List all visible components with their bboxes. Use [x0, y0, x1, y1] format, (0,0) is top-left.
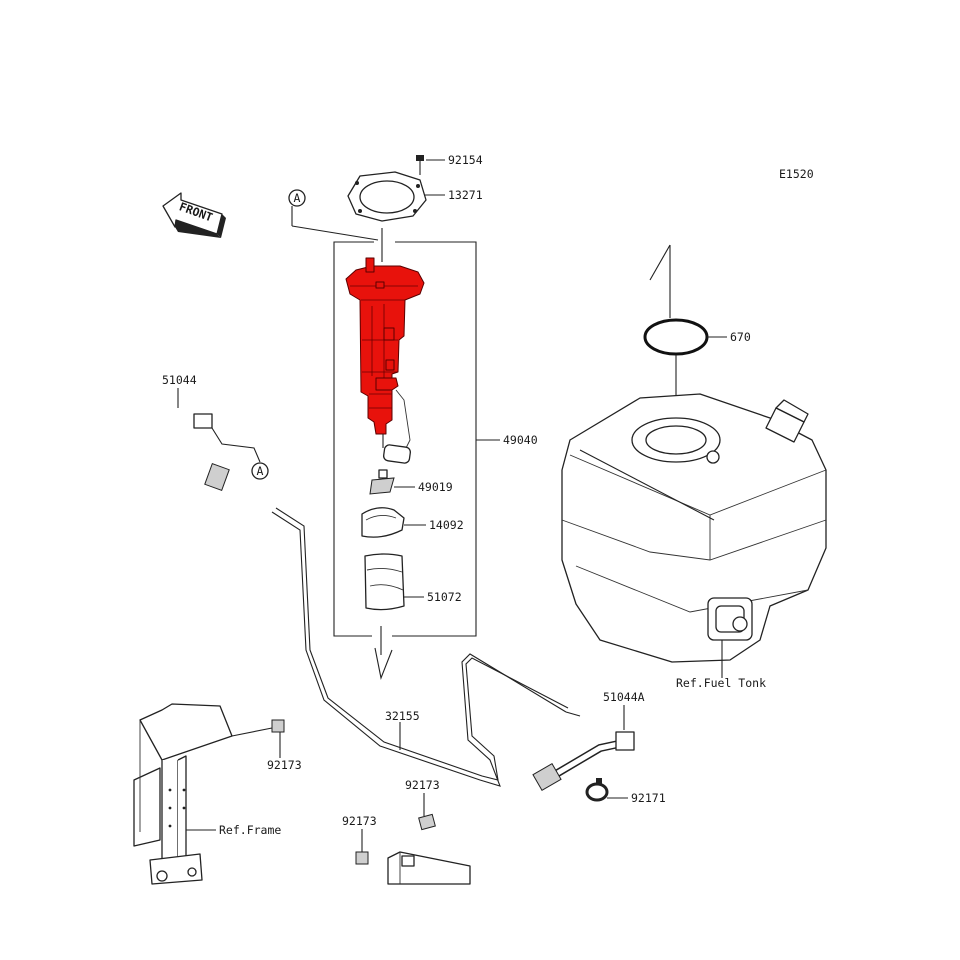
- label-92173-b: 92173: [405, 778, 440, 792]
- clip-92173-c: 92173: [342, 814, 377, 865]
- label-ref-frame: Ref.Frame: [219, 823, 281, 837]
- svg-text:A: A: [294, 191, 301, 205]
- label-92154: 92154: [448, 153, 483, 167]
- label-14092: 14092: [429, 518, 464, 532]
- label-51072: 51072: [427, 590, 462, 604]
- mount-bracket: [387, 851, 471, 885]
- frame: Ref.Frame: [133, 703, 281, 885]
- part-49019: 49019: [369, 469, 453, 495]
- label-32155: 32155: [385, 709, 420, 723]
- callout-a-left: A: [251, 462, 269, 480]
- part-51072: 51072: [364, 553, 462, 611]
- gasket-13271: 13271: [347, 171, 483, 222]
- label-92171: 92171: [631, 791, 666, 805]
- hose-51044a: 51044A: [532, 690, 645, 791]
- label-51044: 51044: [162, 373, 197, 387]
- fuel-line-32155: 32155: [271, 507, 581, 787]
- clip-92173-a: 92173: [267, 719, 302, 772]
- fuel-pump-assembly: [345, 257, 425, 464]
- bolt-92154: 92154: [416, 153, 483, 175]
- fuel-tank: Ref.Fuel Tonk: [561, 393, 827, 690]
- svg-text:A: A: [257, 464, 264, 478]
- label-ref-fuel-tank: Ref.Fuel Tonk: [676, 676, 766, 690]
- callout-a-top: A: [288, 189, 379, 241]
- clamp-92171: 92171: [585, 778, 666, 805]
- label-13271: 13271: [448, 188, 483, 202]
- front-arrow-icon: FRONT: [162, 192, 226, 238]
- label-92173-a: 92173: [267, 758, 302, 772]
- label-49019: 49019: [418, 480, 453, 494]
- clip-92173-b: 92173: [405, 778, 440, 831]
- label-92173-c: 92173: [342, 814, 377, 828]
- assembly-bracket-49040: 49040: [333, 228, 538, 680]
- label-670: 670: [730, 330, 751, 344]
- label-49040: 49040: [503, 433, 538, 447]
- label-51044a: 51044A: [603, 690, 645, 704]
- diagram-code: E1520: [779, 167, 814, 181]
- hose-51044: 51044: [155, 373, 261, 492]
- part-14092: 14092: [361, 507, 464, 538]
